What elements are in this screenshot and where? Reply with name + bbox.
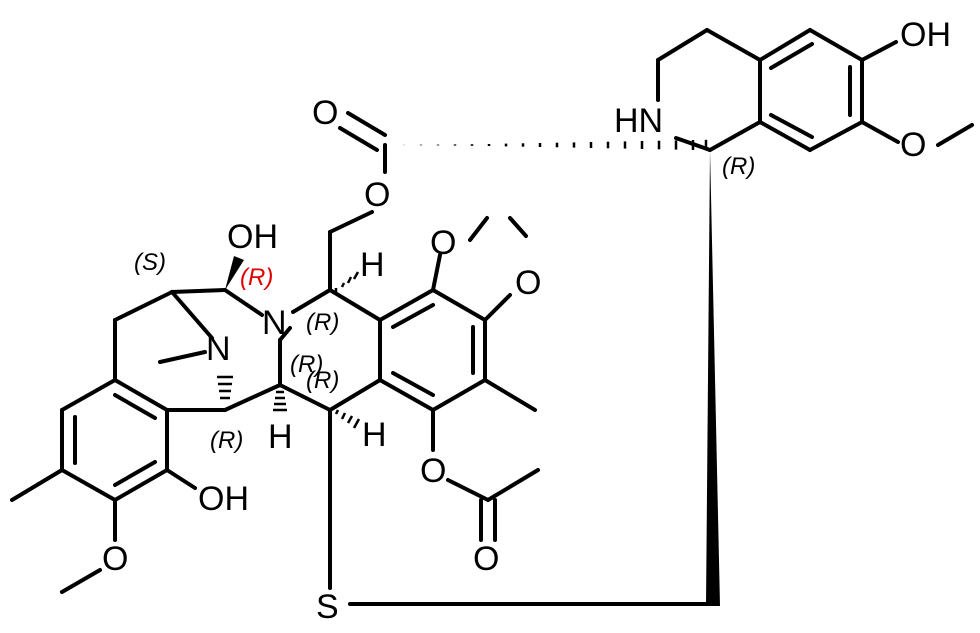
bond: [508, 216, 528, 238]
atom-label-h: H: [362, 416, 387, 454]
bond: [113, 378, 169, 412]
bond: [378, 378, 435, 412]
bond: [60, 568, 102, 594]
wedge-bond: [706, 150, 720, 606]
bond: [391, 303, 435, 329]
bond: [223, 288, 264, 317]
bond: [328, 288, 382, 322]
atom-label-o: O: [420, 452, 446, 490]
bond: [113, 468, 169, 502]
atom-labels: OH HN O O O O O OH H N N H H OH O O O S: [102, 16, 951, 626]
bond: [165, 468, 197, 490]
bonds: [10, 28, 974, 606]
bond: [278, 326, 292, 342]
bond: [378, 288, 435, 322]
bond: [338, 126, 379, 152]
atom-label-h: H: [268, 418, 293, 456]
bond: [10, 468, 64, 502]
bond: [656, 28, 709, 62]
bond: [291, 288, 332, 314]
bond: [391, 371, 435, 397]
atom-label-o: O: [473, 540, 499, 578]
atom-label-nh: HN: [614, 102, 663, 140]
bond: [446, 478, 490, 502]
bond: [860, 120, 900, 144]
atom-label-o: O: [102, 540, 128, 578]
bond: [431, 253, 442, 292]
bond: [431, 378, 487, 412]
bond: [808, 120, 864, 152]
hashed-bond: [402, 139, 708, 151]
bond: [113, 460, 157, 487]
bond: [708, 120, 762, 152]
stereo-descriptor: (R): [722, 153, 755, 180]
bond: [758, 28, 812, 62]
atom-label-n: N: [206, 330, 231, 368]
bond: [860, 40, 898, 62]
wedge-bond: [225, 256, 244, 290]
bond: [328, 378, 382, 412]
bond: [769, 113, 814, 139]
atom-label-n: N: [262, 304, 287, 342]
wedge-bonds: [225, 150, 720, 606]
atom-label-o: O: [430, 224, 456, 262]
bond: [346, 111, 387, 137]
bond: [483, 378, 537, 412]
bond: [113, 393, 157, 420]
atom-label-oh: OH: [198, 480, 249, 518]
bond: [808, 28, 864, 62]
bond: [431, 288, 487, 322]
stereo-descriptor: (R): [306, 367, 339, 394]
bond: [468, 216, 489, 242]
atom-label-o: O: [364, 176, 390, 214]
bond: [223, 383, 282, 412]
bond: [705, 28, 762, 62]
bond: [486, 468, 540, 502]
stereo-descriptor: (R): [306, 309, 339, 336]
atom-label-o: O: [515, 264, 541, 302]
atom-label-oh: OH: [227, 218, 278, 256]
stereo-hash-bonds: [217, 271, 361, 429]
bond: [483, 293, 512, 322]
atom-label-s: S: [316, 588, 339, 626]
bond: [936, 123, 974, 147]
atom-label-o: O: [312, 94, 338, 132]
stereo-descriptor: (S): [134, 249, 166, 276]
stereo-descriptor: (R): [210, 427, 243, 454]
bond: [170, 290, 214, 340]
atom-label-oh: OH: [900, 16, 951, 54]
stereo-descriptor-highlighted: (R): [240, 264, 273, 291]
bond: [158, 350, 207, 364]
atom-label-h: H: [360, 246, 385, 284]
bond: [60, 378, 117, 412]
bond: [328, 210, 374, 234]
stereo-descriptor: (R): [290, 351, 323, 378]
bond: [113, 290, 174, 322]
bond: [278, 383, 332, 412]
bond: [758, 120, 812, 152]
bond: [60, 468, 117, 502]
stereo-descriptors: (R) (S) (R) (R) (R) (R) (R): [134, 153, 755, 454]
bond: [170, 288, 227, 294]
bond: [769, 42, 814, 70]
atom-label-o: O: [900, 126, 926, 164]
